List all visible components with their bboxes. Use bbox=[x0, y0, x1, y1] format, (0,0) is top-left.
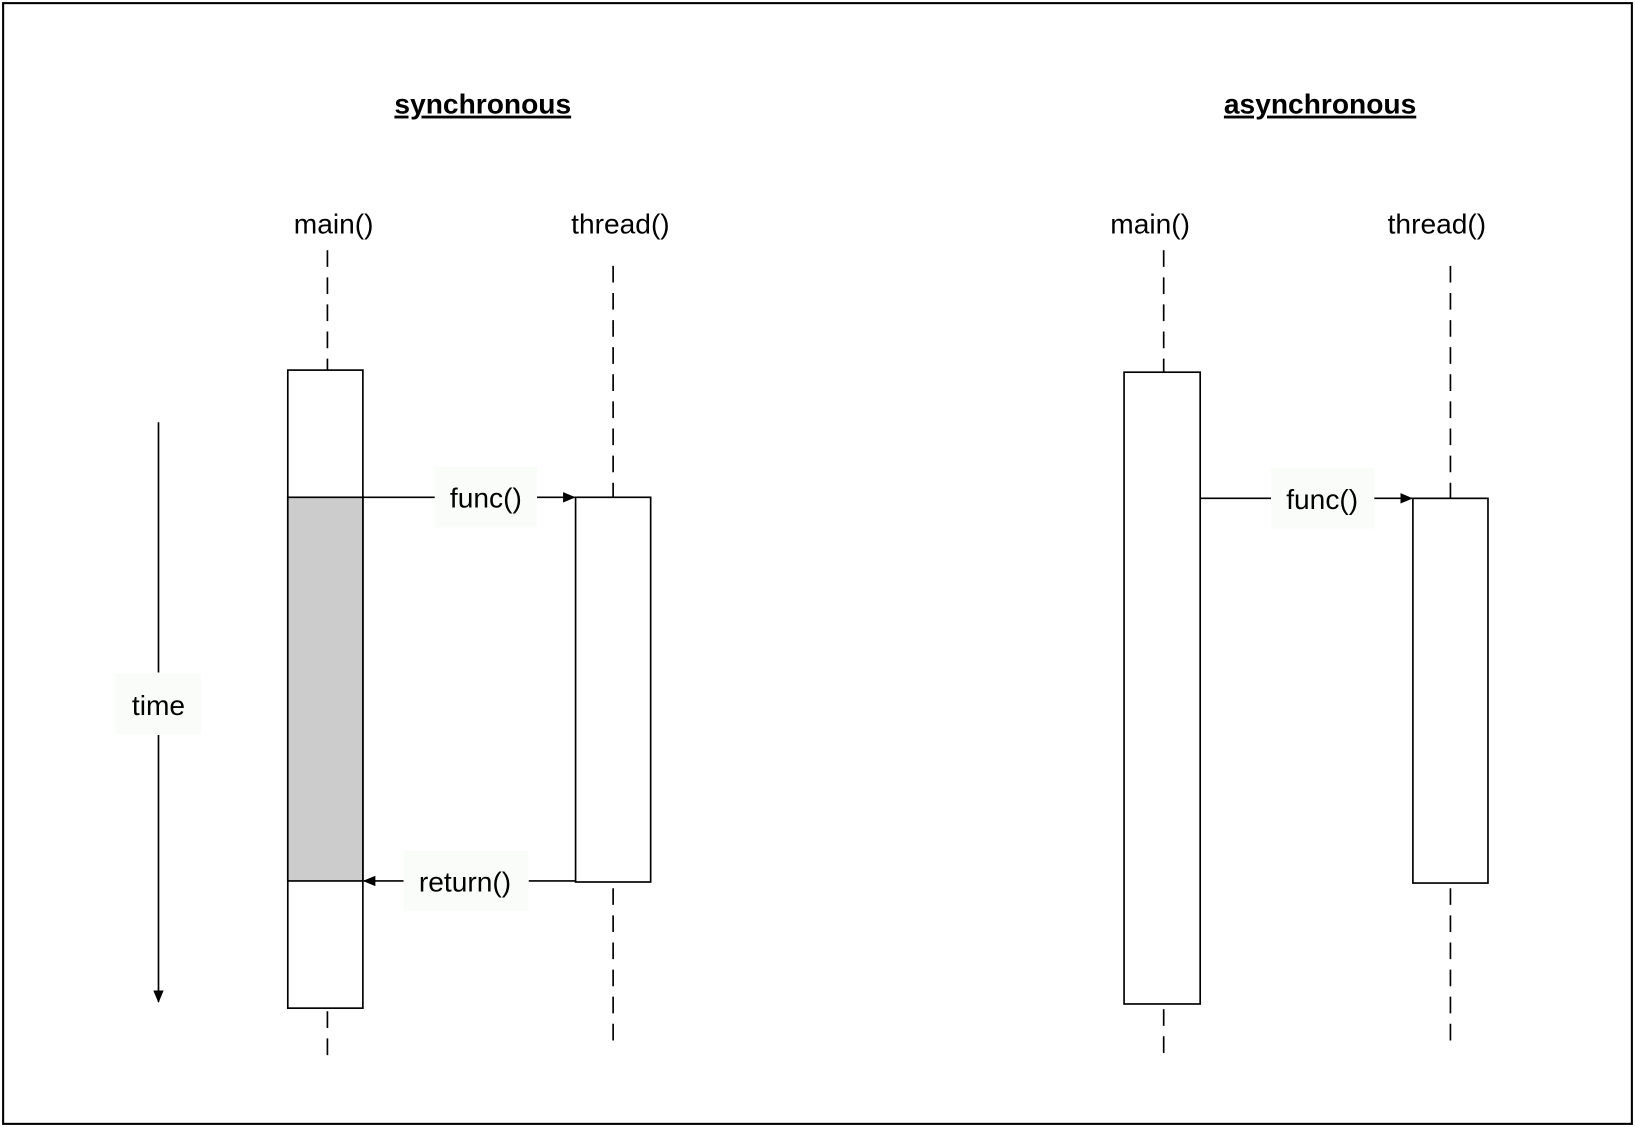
sync-thread-activation bbox=[574, 496, 652, 883]
async-main-label: main() bbox=[1110, 209, 1190, 240]
sync-return-label: return() bbox=[419, 866, 511, 897]
synchronous-title: synchronous bbox=[394, 89, 571, 120]
async-call-label: func() bbox=[1286, 484, 1358, 515]
time-label-bg bbox=[114, 673, 202, 734]
async-main-activation bbox=[1123, 371, 1202, 1005]
sync-main-label: main() bbox=[294, 209, 374, 240]
asynchronous-section: asynchronous main() thread() func() bbox=[1110, 89, 1489, 1059]
async-thread-activation bbox=[1412, 497, 1489, 884]
sync-call-label-bg bbox=[434, 467, 538, 528]
asynchronous-title: asynchronous bbox=[1224, 89, 1416, 120]
async-thread-label: thread() bbox=[1388, 209, 1487, 240]
time-label: time bbox=[132, 690, 185, 721]
synchronous-section: synchronous main() thread() func() retur… bbox=[114, 89, 670, 1059]
sync-main-blocked-region bbox=[286, 496, 364, 882]
async-call-label-bg bbox=[1271, 468, 1375, 529]
sync-return-label-bg bbox=[403, 850, 529, 912]
sync-call-label: func() bbox=[450, 483, 522, 514]
sync-thread-label: thread() bbox=[571, 209, 670, 240]
